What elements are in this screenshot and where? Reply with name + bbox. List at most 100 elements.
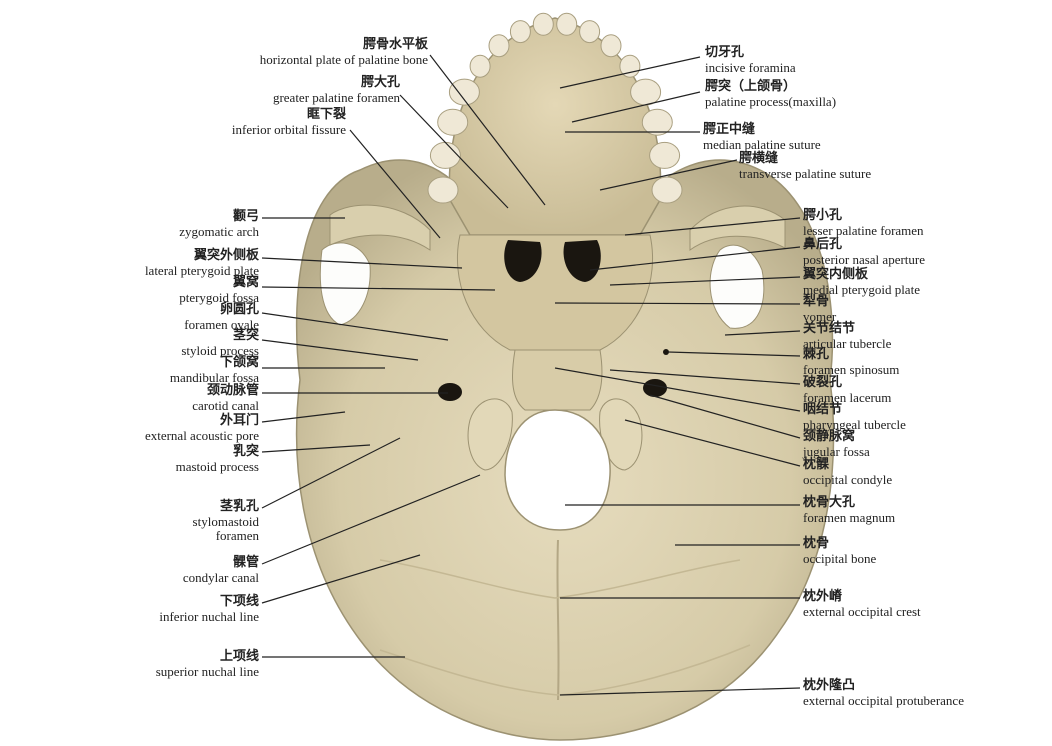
label-en: stylomastoid (192, 513, 259, 529)
label-zh: 下项线 (219, 594, 259, 609)
right-temporal-fossa (709, 244, 765, 329)
teeth-row (427, 12, 683, 204)
label-zh: 犁骨 (803, 294, 830, 309)
label-en: foramen lacerum (803, 389, 892, 405)
leader-line (559, 56, 701, 89)
label-en: transverse palatine suture (739, 165, 872, 181)
label-ext-occ-protuberance: 枕外隆凸 external occipital protuberance (803, 678, 1052, 708)
label-mandibular-fossa: 下颌窝 mandibular fossa (0, 355, 259, 385)
label-pharyngeal-tubercle: 咽结节 pharyngeal tubercle (803, 402, 1052, 432)
label-en: posterior nasal aperture (803, 251, 926, 267)
label-en: superior nuchal line (155, 663, 259, 679)
foramen-spinosum-dot (663, 349, 669, 355)
label-zh: 腭骨水平板 (362, 37, 428, 52)
label-en: horizontal plate of palatine bone (259, 51, 428, 67)
leader-line (261, 257, 463, 269)
tooth (427, 176, 459, 204)
tooth (532, 12, 554, 36)
label-jugular-fossa: 颈静脉窝 jugular fossa (803, 429, 1052, 459)
label-zygomatic-arch: 颧弓 zygomatic arch (0, 209, 259, 239)
tooth (600, 34, 622, 58)
label-zh: 外耳门 (219, 413, 259, 428)
leader-line (554, 302, 801, 305)
label-median-palatine: 腭正中缝 median palatine suture (703, 122, 983, 152)
leader-line (261, 286, 496, 291)
label-incisive: 切牙孔 incisive foramina (705, 45, 985, 75)
label-zh: 枕髁 (803, 457, 830, 472)
tooth (448, 78, 480, 106)
label-posterior-nasal: 鼻后孔 posterior nasal aperture (803, 237, 1052, 267)
label-zh: 上项线 (219, 649, 259, 664)
label-zh: 鼻后孔 (803, 237, 843, 252)
leader-line (649, 394, 801, 439)
label-en: mastoid process (175, 458, 259, 474)
label-en: foramen ovale (184, 316, 259, 332)
label-occipital-bone: 枕骨 occipital bone (803, 536, 1052, 566)
label-en: foramen (215, 528, 259, 544)
leader-line (261, 312, 449, 341)
label-en: lesser palatine foramen (803, 222, 924, 238)
label-zh: 咽结节 (803, 402, 843, 417)
label-en: articular tubercle (803, 335, 892, 351)
label-horizontal-plate: 腭骨水平板 horizontal plate of palatine bone (148, 37, 428, 67)
basilar-occipital (511, 349, 603, 411)
label-foramen-spinosum: 棘孔 foramen spinosum (803, 347, 1052, 377)
label-external-acoustic: 外耳门 external acoustic pore (0, 413, 259, 443)
label-en: pharyngeal tubercle (803, 416, 906, 432)
leader-line (609, 276, 801, 286)
label-en: condylar canal (182, 569, 259, 585)
tooth (649, 141, 681, 169)
label-zh: 腭突（上颌骨） (705, 79, 797, 94)
tooth (630, 78, 662, 106)
left-posterior-nasal-aperture (504, 240, 542, 282)
label-zh: 关节结节 (803, 321, 856, 336)
hard-palate (448, 17, 662, 236)
label-zh: 腭正中缝 (703, 122, 756, 137)
label-en: pterygoid fossa (179, 289, 259, 305)
right-zygomatic-arch (689, 205, 786, 251)
label-transverse-palatine: 腭横缝 transverse palatine suture (739, 151, 1019, 181)
leader-line (261, 437, 401, 509)
label-en: incisive foramina (705, 59, 796, 75)
label-en: external acoustic pore (144, 427, 259, 443)
label-en: greater palatine foramen (272, 89, 400, 105)
label-foramen-lacerum: 破裂孔 foramen lacerum (803, 375, 1052, 405)
label-foramen-magnum: 枕骨大孔 foramen magnum (803, 495, 1052, 525)
tooth (488, 34, 510, 58)
right-carotid-canal (643, 379, 667, 397)
label-zh: 切牙孔 (705, 45, 745, 60)
label-zh: 翼窝 (232, 275, 259, 290)
leader-line (599, 159, 738, 191)
label-medial-pterygoid: 翼突内侧板 medial pterygoid plate (803, 267, 1052, 297)
left-carotid-canal (438, 383, 462, 401)
leader-line (554, 367, 801, 412)
label-occipital-condyle: 枕髁 occipital condyle (803, 457, 1052, 487)
label-superior-nuchal: 上项线 superior nuchal line (0, 649, 259, 679)
leader-line (571, 91, 701, 123)
leader-line (624, 419, 801, 467)
leader-line (261, 444, 371, 453)
label-zh: 茎乳孔 (219, 499, 259, 514)
tooth (429, 141, 461, 169)
label-stylomastoid: 茎乳孔 stylomastoid foramen (0, 499, 259, 544)
label-styloid-process: 茎突 styloid process (0, 328, 259, 358)
label-en: inferior nuchal line (159, 608, 259, 624)
left-occipital-condyle (467, 398, 513, 471)
label-en: foramen magnum (803, 509, 896, 525)
right-posterior-nasal-aperture (563, 240, 601, 282)
label-en: medial pterygoid plate (803, 281, 920, 297)
label-zh: 枕外嵴 (803, 589, 843, 604)
label-carotid-canal: 颈动脉管 carotid canal (0, 383, 259, 413)
label-inferior-nuchal: 下项线 inferior nuchal line (0, 594, 259, 624)
leader-line (261, 474, 481, 565)
label-zh: 乳突 (232, 444, 259, 459)
label-articular-tubercle: 关节结节 articular tubercle (803, 321, 1052, 351)
label-palatine-process: 腭突（上颌骨） palatine process(maxilla) (705, 79, 985, 109)
label-zh: 颈静脉窝 (803, 429, 856, 444)
label-condylar-canal: 髁管 condylar canal (0, 555, 259, 585)
label-en: lateral pterygoid plate (144, 262, 259, 278)
left-temporal-fossa (319, 242, 371, 326)
label-ext-occ-crest: 枕外嵴 external occipital crest (803, 589, 1052, 619)
